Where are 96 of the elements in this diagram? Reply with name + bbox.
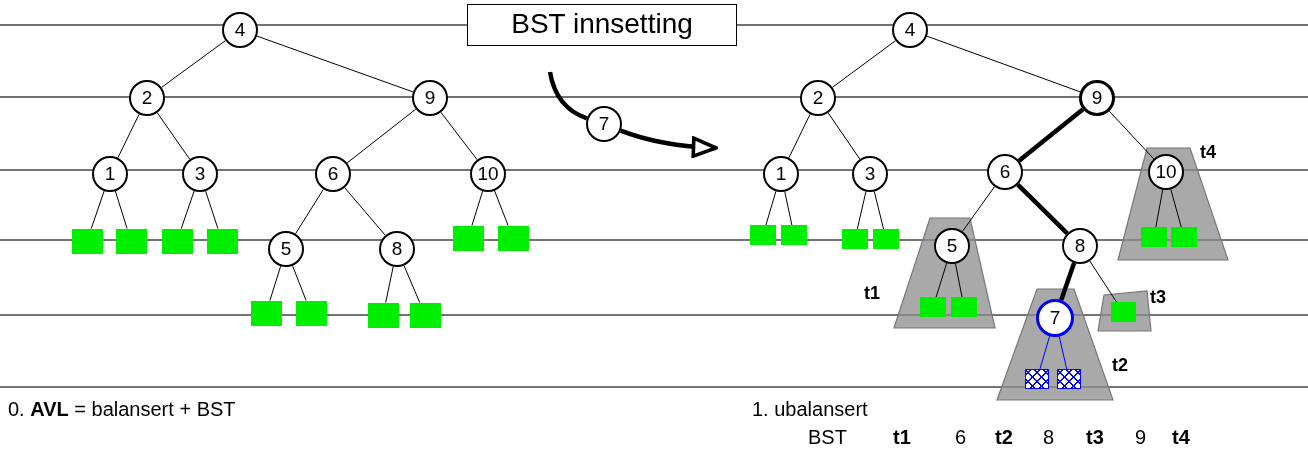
tree-edge <box>156 112 191 160</box>
subtree-label: t2 <box>1112 355 1128 376</box>
tree-edge <box>856 191 867 230</box>
tree-node-circle: 3 <box>852 156 888 192</box>
tree-edge <box>1039 335 1051 370</box>
tree-edge <box>547 71 588 121</box>
leaf-box <box>497 225 529 251</box>
tree-edge <box>117 113 140 159</box>
tree-node-circle: 6 <box>987 154 1023 190</box>
tree-edge <box>1155 189 1164 228</box>
tree-edge <box>954 263 963 298</box>
sequence-item: t3 <box>1086 426 1104 449</box>
tree-edge <box>344 187 386 236</box>
empty-leaf-box <box>1057 369 1081 389</box>
tree-edge <box>292 265 307 301</box>
sequence-item: 8 <box>1043 426 1055 449</box>
tree-edge <box>765 190 777 226</box>
tree-edge <box>1089 260 1117 303</box>
tree-node-circle: 8 <box>1062 228 1098 264</box>
tree-edge <box>784 191 793 226</box>
tree-node-circle: 4 <box>222 12 258 48</box>
leaf-box <box>206 228 238 254</box>
tree-node-circle: 4 <box>892 12 928 48</box>
tree-node-circle: 6 <box>315 156 351 192</box>
tree-edge <box>440 111 478 161</box>
tree-edge <box>161 40 226 88</box>
leaf-box <box>873 229 899 249</box>
leaf-box <box>295 300 327 326</box>
leaf-box <box>1141 227 1167 247</box>
sequence-item: t1 <box>893 426 911 449</box>
tree-edge <box>471 190 484 226</box>
leaf-box <box>1171 227 1197 247</box>
leaf-box <box>1110 302 1136 322</box>
tree-edge <box>926 35 1081 93</box>
sequence-item: 6 <box>955 426 967 449</box>
leaf-box <box>71 228 103 254</box>
subtree-region <box>894 218 995 328</box>
tree-node-circle: 7 <box>586 106 622 142</box>
tree-edge <box>1170 188 1182 228</box>
leaf-box <box>367 302 399 328</box>
sequence-item: t2 <box>995 426 1013 449</box>
tree-edge <box>832 40 896 88</box>
tree-node-circle: 5 <box>268 231 304 267</box>
tree-edge <box>256 35 414 93</box>
tree-node-circle: 3 <box>182 156 218 192</box>
leaf-box <box>842 229 868 249</box>
tree-node-circle: 2 <box>800 80 836 116</box>
tree-edge <box>180 190 195 229</box>
tree-edge <box>346 108 417 164</box>
tree-edge <box>935 262 948 298</box>
tree-edge <box>114 190 128 229</box>
tree-edge <box>873 191 885 230</box>
leaf-box <box>951 297 977 317</box>
tree-edge <box>1016 183 1069 235</box>
subtree-region <box>997 289 1113 400</box>
note-text: 1. ubalansert <box>752 398 868 421</box>
tree-node-circle: 2 <box>129 80 165 116</box>
subtree-label: t3 <box>1150 287 1166 308</box>
tree-node-circle: 10 <box>470 156 506 192</box>
subtree-label: t4 <box>1200 142 1216 163</box>
leaf-box <box>409 302 441 328</box>
leaf-box <box>781 225 807 245</box>
tree-edge <box>205 190 219 229</box>
arrow <box>619 128 718 158</box>
title-box: BST innsetting <box>467 4 737 46</box>
leaf-box <box>452 225 484 251</box>
tree-node-circle: 8 <box>379 231 415 267</box>
leaf-box <box>161 228 193 254</box>
tree-edge <box>385 266 394 303</box>
note-text: 0. AVL = balansert + BST <box>8 398 236 421</box>
sequence-item: 9 <box>1135 426 1147 449</box>
tree-edge <box>962 186 995 232</box>
tree-edge <box>788 113 811 159</box>
tree-edge <box>90 190 105 229</box>
tree-node-circle: 1 <box>763 156 799 192</box>
tree-node-circle: 9 <box>1079 80 1115 116</box>
tree-edge <box>827 112 861 160</box>
tree-edge <box>1058 336 1068 370</box>
leaf-box <box>250 300 282 326</box>
tree-edge <box>295 188 324 235</box>
tree-edge <box>494 190 509 226</box>
tree-edge <box>1017 107 1085 163</box>
tree-edge <box>1059 262 1077 301</box>
leaf-box <box>920 297 946 317</box>
leaf-box <box>115 228 147 254</box>
empty-leaf-box <box>1025 369 1049 389</box>
tree-edge <box>403 265 421 303</box>
tree-node-circle: 9 <box>412 80 448 116</box>
leaf-box <box>750 225 776 245</box>
subtree-label: t1 <box>864 283 880 304</box>
subtree-region <box>1098 291 1151 331</box>
sequence-item: BST <box>808 426 847 449</box>
sequence-item: t4 <box>1172 426 1190 449</box>
tree-node-circle: 1 <box>92 156 128 192</box>
tree-edge <box>1108 110 1155 160</box>
tree-edge <box>269 265 282 301</box>
